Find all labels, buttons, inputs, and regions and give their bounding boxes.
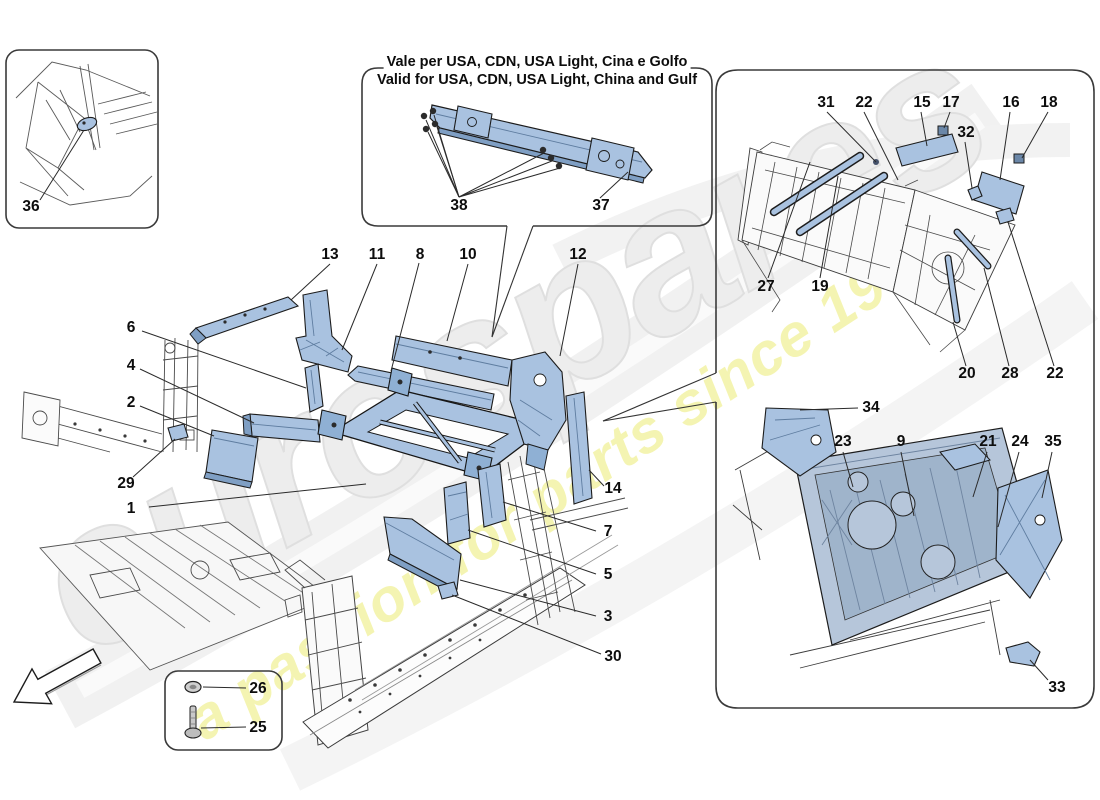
main-parts-art (167, 289, 593, 739)
part-label-4: 4 (126, 357, 136, 374)
part-label-22: 22 (1046, 365, 1064, 382)
leaders-floorpan (799, 407, 1053, 681)
part-label-12: 12 (569, 246, 587, 263)
validity-note-line1: Vale per USA, CDN, USA Light, Cina e Gol… (383, 54, 691, 71)
part-label-13: 13 (321, 246, 339, 263)
part-label-7: 7 (603, 523, 613, 540)
inset-box-36 (5, 49, 159, 229)
part-label-24: 24 (1011, 433, 1029, 450)
part-label-10: 10 (459, 246, 477, 263)
part-label-22: 22 (855, 94, 873, 111)
crossmember-37-art (420, 104, 653, 199)
inset-36-art (15, 61, 158, 206)
part-label-32: 32 (957, 124, 975, 141)
part-label-37: 37 (592, 197, 610, 214)
part-label-8: 8 (415, 246, 425, 263)
part-label-34: 34 (862, 399, 880, 416)
part-label-29: 29 (117, 475, 135, 492)
main-structure-art (21, 337, 629, 749)
part-label-5: 5 (603, 566, 613, 583)
part-label-3: 3 (603, 608, 613, 625)
part-label-11: 11 (368, 246, 386, 263)
part-label-28: 28 (1001, 365, 1019, 382)
leader-38-fan (425, 114, 561, 198)
part-label-27: 27 (757, 278, 775, 295)
part-label-33: 33 (1048, 679, 1066, 696)
part-label-35: 35 (1044, 433, 1062, 450)
leaders-rear-structure (767, 111, 1055, 367)
part-label-38: 38 (450, 197, 468, 214)
rear-structure-art (737, 111, 1055, 367)
main-leader-lines (39, 129, 605, 729)
validity-note-line2: Valid for USA, CDN, USA Light, China and… (373, 72, 701, 89)
part-label-20: 20 (958, 365, 976, 382)
part-label-9: 9 (896, 433, 906, 450)
part-label-15: 15 (913, 94, 931, 111)
part-label-2: 2 (126, 394, 136, 411)
part-label-1: 1 (126, 500, 136, 517)
part-label-19: 19 (811, 278, 829, 295)
part-label-25: 25 (249, 719, 267, 736)
floorpan-art (732, 407, 1063, 681)
part-label-31: 31 (817, 94, 835, 111)
part-label-26: 26 (249, 680, 267, 697)
part-label-30: 30 (604, 648, 622, 665)
part-label-36: 36 (22, 198, 40, 215)
part-label-14: 14 (604, 480, 622, 497)
part-label-23: 23 (834, 433, 852, 450)
inset-box-fasteners (164, 670, 283, 751)
part-label-21: 21 (979, 433, 997, 450)
part-label-18: 18 (1040, 94, 1058, 111)
part-label-6: 6 (126, 319, 136, 336)
part-label-16: 16 (1002, 94, 1020, 111)
direction-arrow (12, 648, 102, 705)
box-connector-lines (491, 225, 717, 422)
inset-box-right (715, 69, 1095, 709)
part-label-17: 17 (942, 94, 960, 111)
